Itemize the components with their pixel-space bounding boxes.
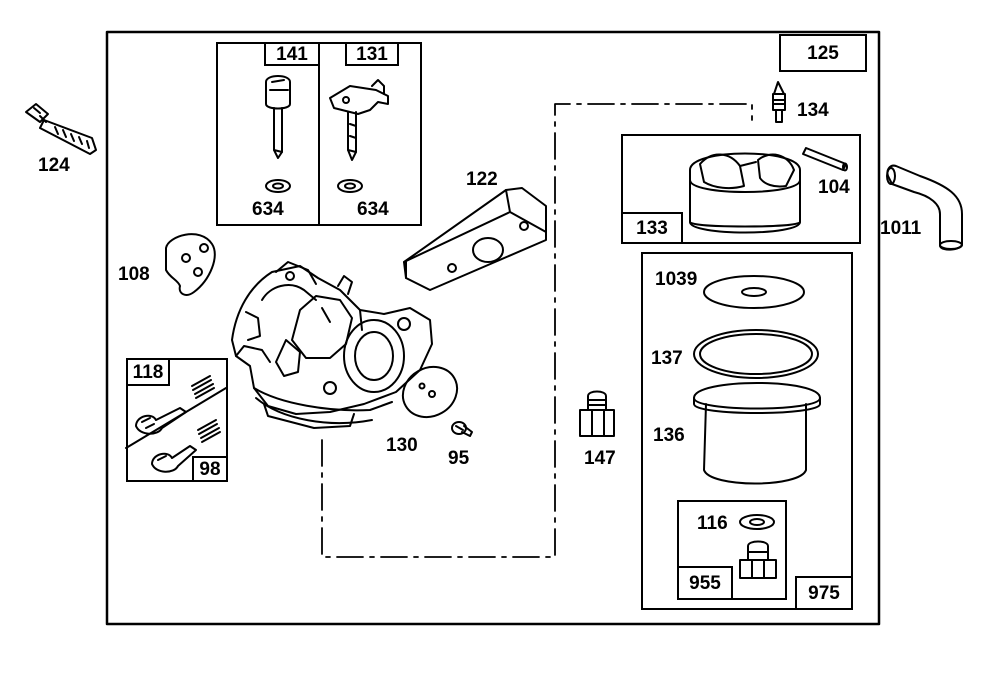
box-133 xyxy=(621,134,861,244)
label-634-right: 634 xyxy=(357,199,389,220)
label-116: 116 xyxy=(697,513,728,534)
choke-plate-108-drawing xyxy=(165,233,216,296)
tag-125: 125 xyxy=(779,34,867,72)
label-1011: 1011 xyxy=(880,218,922,239)
screw-95-drawing xyxy=(451,421,473,437)
label-108: 108 xyxy=(118,264,150,285)
label-137: 137 xyxy=(651,348,683,369)
fuel-bowl-136-drawing xyxy=(693,382,821,485)
float-pin-104-drawing xyxy=(802,147,848,172)
label-136: 136 xyxy=(653,425,685,446)
mixture-screws-drawing xyxy=(125,375,227,473)
throttle-shaft-131-drawing xyxy=(329,79,389,193)
gasket-1039-drawing xyxy=(703,275,805,309)
box-118-98 xyxy=(126,358,228,482)
hose-1011-drawing xyxy=(886,164,963,251)
connection-line xyxy=(321,103,753,558)
label-122: 122 xyxy=(466,169,498,190)
outer-frame xyxy=(105,30,881,626)
tag-133: 133 xyxy=(621,212,683,244)
label-104: 104 xyxy=(818,177,850,198)
spacer-122-drawing xyxy=(403,187,547,291)
tag-98: 98 xyxy=(192,456,228,482)
box-divider-141-131 xyxy=(318,42,320,226)
box-975 xyxy=(641,252,853,610)
float-133-drawing xyxy=(689,152,801,234)
label-130: 130 xyxy=(386,435,418,456)
throttle-plate-130-drawing xyxy=(401,365,459,419)
label-124: 124 xyxy=(38,155,70,176)
tag-131: 131 xyxy=(345,42,399,66)
washer-116-drawing xyxy=(739,514,775,530)
carburetor-body-drawing xyxy=(231,261,433,429)
bowl-nut-955-drawing xyxy=(739,540,777,579)
o-ring-137-drawing xyxy=(693,329,819,379)
nozzle-147-drawing xyxy=(579,390,615,437)
label-1039: 1039 xyxy=(655,269,698,290)
tag-955: 955 xyxy=(677,566,733,600)
tag-141: 141 xyxy=(264,42,320,66)
label-134: 134 xyxy=(797,100,829,121)
label-95: 95 xyxy=(448,448,470,469)
tag-975: 975 xyxy=(795,576,853,610)
bolt-124-drawing xyxy=(25,103,97,155)
inlet-needle-134-drawing xyxy=(772,81,786,123)
tag-118: 118 xyxy=(126,358,170,386)
label-147: 147 xyxy=(584,448,616,469)
label-634-left: 634 xyxy=(252,199,284,220)
throttle-shaft-141-drawing xyxy=(265,75,291,193)
